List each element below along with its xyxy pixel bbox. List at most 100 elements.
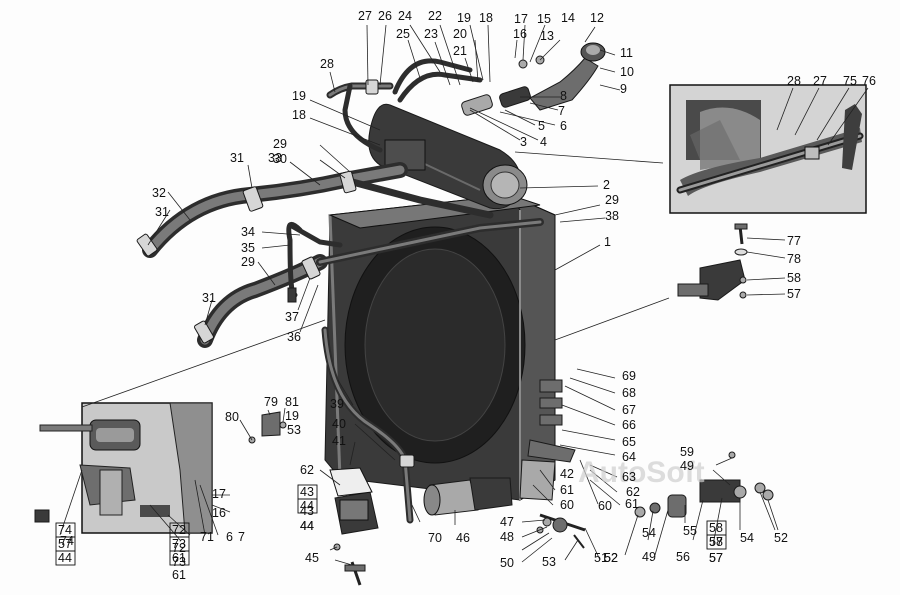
expansion-tank — [368, 103, 528, 210]
callout-number: 58 — [709, 535, 723, 549]
callout-number: 19 — [292, 89, 306, 103]
callout-number: 44 — [300, 519, 314, 533]
callout-number: 9 — [620, 82, 627, 96]
boxed-callout-number: 72 — [172, 523, 186, 537]
callout-number: 28 — [320, 57, 334, 71]
callout-number: 32 — [152, 186, 166, 200]
callout-number: 54 — [642, 526, 656, 540]
callout-number: 68 — [622, 386, 636, 400]
callout-number: 31 — [155, 205, 169, 219]
callout-number: 30 — [273, 152, 287, 166]
callout-number: 52 — [774, 531, 788, 545]
watermark-text: AutoSoft — [578, 456, 705, 489]
callout-number: 21 — [453, 44, 467, 58]
callout-number: 37 — [285, 310, 299, 324]
callout-number: 50 — [500, 556, 514, 570]
callout-number: 35 — [241, 241, 255, 255]
boxed-callout-number: 61 — [172, 551, 186, 565]
callout-number: 60 — [598, 499, 612, 513]
inset-leader-line — [794, 87, 820, 136]
callout-number: 5 — [538, 119, 545, 133]
callout-number: 24 — [398, 9, 412, 23]
callout-number: 63 — [622, 470, 636, 484]
callout-number: 61 — [560, 483, 574, 497]
boxed-callout-number: 57 — [709, 535, 723, 549]
callout-number: 4 — [540, 135, 547, 149]
callout-number: 8 — [560, 89, 567, 103]
callout-number: 56 — [676, 550, 690, 564]
boxed-callout-number: 73 — [172, 537, 186, 551]
callout-number: 71 — [200, 530, 214, 544]
boxed-callout-number: 74 — [58, 523, 72, 537]
callout-number: 26 — [378, 9, 392, 23]
callout-number: 78 — [787, 252, 801, 266]
callout-number: 43 — [300, 504, 314, 518]
callout-number: 46 — [456, 531, 470, 545]
callout-box — [55, 550, 76, 566]
callout-number: 57 — [709, 551, 723, 565]
callout-number: 22 — [428, 9, 442, 23]
callout-number: 27 — [358, 9, 372, 23]
callout-number: 29 — [605, 193, 619, 207]
boxed-callout-number: 58 — [709, 521, 723, 535]
callout-number: 59 — [680, 445, 694, 459]
hoses — [136, 58, 544, 524]
callout-number: 14 — [561, 11, 575, 25]
callout-number: 53 — [542, 555, 556, 569]
callout-number: 49 — [680, 459, 694, 473]
radiator-assembly — [324, 193, 576, 501]
callout-number: 58 — [787, 271, 801, 285]
callout-number: 13 — [540, 29, 554, 43]
boxed-callout-number: 57 — [58, 537, 72, 551]
boxed-callout-number: 43 — [300, 485, 314, 499]
callout-number: 11 — [620, 46, 633, 60]
inset-detail-top-right — [669, 84, 867, 214]
callout-number: 62 — [626, 485, 640, 499]
callout-number: 74 — [60, 534, 74, 548]
callout-number: 66 — [622, 418, 636, 432]
inset-detail-bottom-left — [39, 402, 213, 534]
callout-number: 62 — [300, 463, 314, 477]
callout-number: 61 — [625, 497, 639, 511]
callout-number: 51 — [594, 551, 608, 565]
callout-number: 73 — [172, 555, 186, 569]
callout-number: 49 — [642, 550, 656, 564]
leader-lines — [59, 24, 786, 566]
callout-number: 60 — [560, 498, 574, 512]
callout-number: 23 — [424, 27, 438, 41]
callout-number: 29 — [273, 137, 287, 151]
callout-number: 1 — [604, 235, 611, 249]
inset-leader-line — [827, 87, 869, 146]
callout-box — [169, 550, 190, 566]
boxed-callout-number: 44 — [58, 551, 72, 565]
callout-number: 6 — [560, 119, 567, 133]
callout-number: 31 — [230, 151, 244, 165]
callout-number: 52 — [604, 551, 618, 565]
callout-number: 44 — [300, 519, 314, 533]
callout-number: 17 — [514, 12, 528, 26]
callout-box — [706, 534, 727, 550]
callout-number: 53 — [287, 423, 301, 437]
callout-number: 16 — [212, 506, 226, 520]
callout-number: 45 — [305, 551, 319, 565]
callout-number: 18 — [292, 108, 306, 122]
callout-number: 2 — [603, 178, 610, 192]
callout-box — [297, 498, 318, 514]
callout-number: 18 — [479, 11, 493, 25]
callout-number: 57 — [709, 551, 723, 565]
callout-number: 36 — [287, 330, 301, 344]
callout-number: 64 — [622, 450, 636, 464]
callout-number: 41 — [332, 434, 346, 448]
callout-number: 3 — [520, 135, 527, 149]
inset-callout-number: 75 — [843, 74, 857, 88]
callout-number: 25 — [396, 27, 410, 41]
callout-number: 70 — [428, 531, 442, 545]
callout-number: 42 — [560, 467, 574, 481]
callout-number: 52 — [604, 551, 618, 565]
callout-number: 34 — [241, 225, 255, 239]
